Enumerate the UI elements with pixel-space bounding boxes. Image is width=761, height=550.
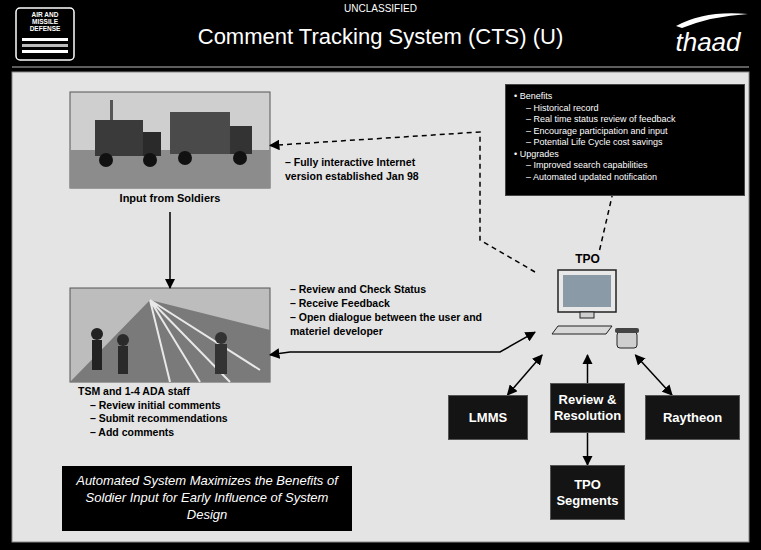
- connector-arrow: [635, 355, 672, 395]
- node-text: • Upgrades: [514, 149, 736, 161]
- node-text: – Improved search capabilities: [514, 160, 736, 172]
- connector-arrow: [508, 355, 543, 395]
- logo-text: thaad: [668, 28, 748, 57]
- process-box: Review & Resolution: [550, 383, 625, 433]
- organization-box: Raytheon: [645, 395, 740, 440]
- node-heading: Raytheon: [663, 410, 722, 426]
- dashed-connector: [270, 132, 535, 272]
- dashed-connector: [600, 196, 613, 250]
- node-heading: LMMS: [469, 410, 507, 426]
- organization-box: LMMS: [448, 395, 528, 440]
- annotation-text: – Open dialogue between the user and mat…: [290, 311, 495, 338]
- logo-text: AIR AND MISSILE DEFENSE: [20, 12, 70, 32]
- connector-arrow: [587, 433, 589, 465]
- node-heading: TPO Segments: [556, 477, 619, 508]
- node-text: – Automated updated notification: [514, 172, 736, 184]
- caption-box: Automated System Maximizes the Benefits …: [62, 466, 352, 531]
- benefits-box: • Benefits– Historical record– Real time…: [505, 84, 745, 196]
- node-heading: Review & Resolution: [554, 392, 621, 423]
- connector-arrow: [587, 355, 589, 383]
- node-text: – Submit recommendations: [78, 412, 264, 426]
- workstation-icon: TPO: [535, 250, 640, 355]
- node-text: – Real time status review of feedback: [514, 114, 736, 126]
- classification-marking: UNCLASSIFIED: [0, 3, 761, 14]
- photo-panel: Input from Soldiers: [70, 92, 270, 212]
- node-text: – Review initial comments: [78, 399, 264, 413]
- annotation-text: – Review and Check Status: [290, 283, 495, 297]
- connector-arrow: [169, 212, 171, 288]
- annotation-text: – Receive Feedback: [290, 297, 495, 311]
- node-heading: TSM and 1-4 ADA staff: [78, 385, 264, 399]
- node-heading: Input from Soldiers: [74, 192, 266, 206]
- slide-title: Comment Tracking System (CTS) (U): [0, 24, 761, 50]
- node-text: – Add comments: [78, 426, 264, 440]
- node-text: – Encourage participation and input: [514, 126, 736, 138]
- photo-panel: TSM and 1-4 ADA staff– Review initial co…: [70, 288, 270, 450]
- node-text: – Historical record: [514, 103, 736, 115]
- organization-box: TPO Segments: [550, 465, 625, 520]
- node-heading: TPO: [535, 252, 640, 266]
- annotation-text: – Fully interactive Internet version est…: [285, 156, 437, 183]
- node-text: – Potential Life Cycle cost savings: [514, 137, 736, 149]
- node-heading: • Benefits: [514, 91, 736, 103]
